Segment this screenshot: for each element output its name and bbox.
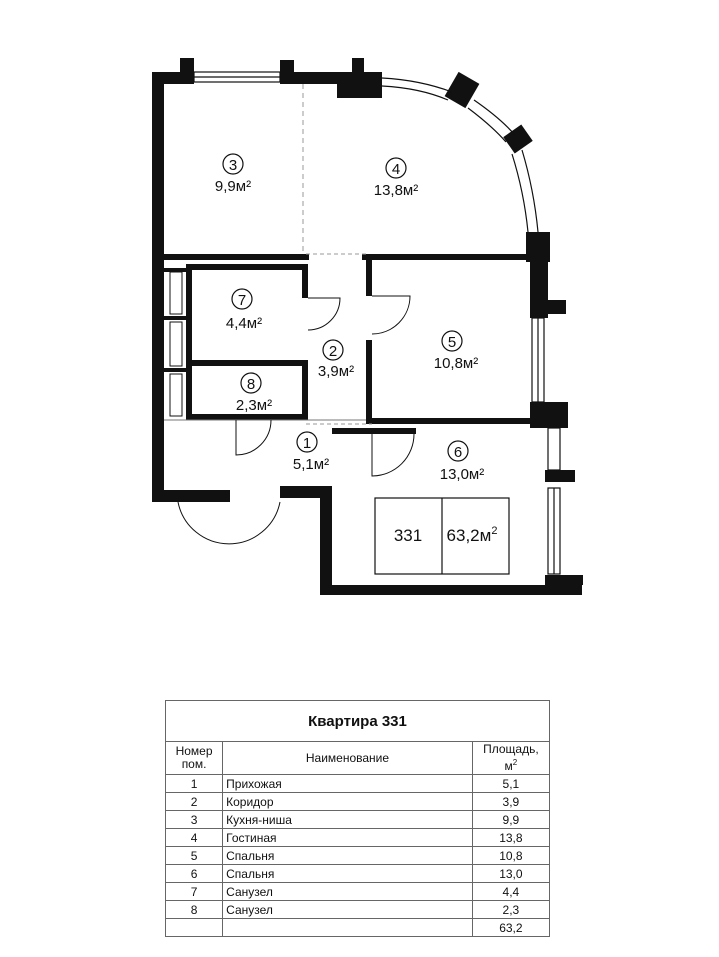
table-title: Квартира 331 [165, 700, 550, 742]
room-1-area: 5,1м² [293, 456, 329, 473]
room-3-number: 3 [229, 157, 237, 174]
apartment-badge: 331 63,2м2 [374, 497, 510, 575]
room-5-number: 5 [448, 334, 456, 351]
floor-plan: 3 9,9м² 4 13,8м² 7 4,4м² 2 3,9м² 5 10,8м… [152, 58, 583, 595]
table-row: 1 Прихожая 5,1 [164, 774, 551, 793]
table-row: 7 Санузел 4,4 [164, 882, 551, 901]
room-8-number: 8 [247, 376, 255, 393]
room-8-label: 8 2,3м² [236, 372, 272, 414]
table-row: 8 Санузел 2,3 [164, 900, 551, 919]
room-1-label: 1 5,1м² [293, 431, 329, 473]
door-swings [177, 295, 415, 545]
apartment-number: 331 [394, 526, 422, 545]
room-7-area: 4,4м² [226, 315, 262, 332]
room-6-area: 13,0м² [440, 466, 485, 483]
apartment-total-area: 63,2м2 [447, 525, 498, 545]
table-row: 4 Гостиная 13,8 [164, 828, 551, 847]
table-row: 5 Спальня 10,8 [164, 846, 551, 865]
room-3-area: 9,9м² [215, 178, 251, 195]
room-7-number: 7 [238, 292, 246, 309]
header-area: Площадь,м2 [471, 741, 551, 775]
room-1-number: 1 [303, 435, 311, 452]
room-5-label: 5 10,8м² [434, 330, 479, 372]
table-row: 2 Коридор 3,9 [164, 792, 551, 811]
room-4-area: 13,8м² [374, 182, 419, 199]
room-2-label: 2 3,9м² [318, 339, 354, 380]
room-5-area: 10,8м² [434, 355, 479, 372]
room-2-area: 3,9м² [318, 363, 354, 380]
table-row: 3 Кухня-ниша 9,9 [164, 810, 551, 829]
room-6-label: 6 13,0м² [440, 440, 485, 483]
room-8-area: 2,3м² [236, 397, 272, 414]
interior-walls [164, 254, 534, 434]
room-2-number: 2 [329, 343, 337, 360]
header-name: Наименование [222, 741, 473, 775]
windows [193, 71, 561, 575]
room-7-label: 7 4,4м² [226, 288, 262, 332]
room-3-label: 3 9,9м² [215, 153, 251, 195]
table-total-row: 63,2 [164, 918, 551, 937]
total-area: 63,2 [471, 918, 551, 937]
partitions [164, 84, 372, 425]
room-6-number: 6 [454, 444, 462, 461]
room-4-number: 4 [392, 161, 400, 178]
exterior-walls [152, 58, 583, 595]
room-4-label: 4 13,8м² [374, 157, 419, 199]
table-row: 6 Спальня 13,0 [164, 864, 551, 883]
